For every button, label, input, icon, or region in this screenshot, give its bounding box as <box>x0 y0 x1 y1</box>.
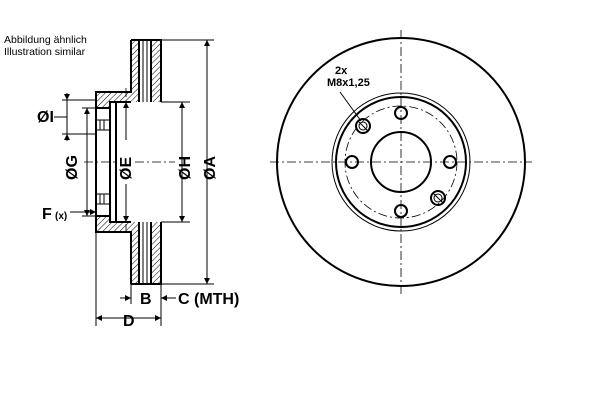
note-illustration-de: Abbildung ähnlich <box>4 34 87 46</box>
label-dia-i: ØI <box>37 109 54 126</box>
hub-bore-lines <box>96 119 110 205</box>
label-dia-e: ØE <box>118 157 135 180</box>
label-b: B <box>140 291 152 308</box>
dim-d: D <box>95 232 162 330</box>
section-view: ØI ØG ØE ØH <box>37 39 239 330</box>
label-dia-a: ØA <box>202 156 219 180</box>
label-f-sub: (x) <box>55 211 67 222</box>
threaded-hole-upper-left <box>355 118 371 134</box>
label-dia-g: ØG <box>64 155 81 180</box>
label-bolt-count: 2x <box>335 65 348 77</box>
label-bolt-thread: M8x1,25 <box>327 77 370 89</box>
section-hatching <box>96 40 161 284</box>
bolt-hole-top <box>394 106 408 120</box>
bolt-hole-left <box>345 155 359 169</box>
dim-b-c: B C (MTH) <box>120 284 239 308</box>
dim-i: ØI <box>37 93 96 141</box>
dim-e: ØE <box>118 102 135 222</box>
dim-f: F (x) <box>42 206 96 223</box>
dim-g: ØG <box>64 107 96 217</box>
thread-leader-line <box>339 91 362 122</box>
label-c-mth: C (MTH) <box>178 291 239 308</box>
vent-channel-lines <box>142 40 148 284</box>
step-marks <box>99 120 105 204</box>
label-dia-h: ØH <box>177 156 194 180</box>
front-view: 2x M8x1,25 <box>270 30 532 294</box>
dim-a: ØA <box>161 39 219 285</box>
bolt-hole-bottom <box>394 204 408 218</box>
bolt-hole-right <box>443 155 457 169</box>
label-d: D <box>123 313 135 330</box>
note-illustration-en: Illustration similar <box>4 46 86 58</box>
label-f: F <box>42 206 52 223</box>
threaded-hole-lower-right <box>430 190 446 206</box>
dim-h: ØH <box>161 101 194 223</box>
